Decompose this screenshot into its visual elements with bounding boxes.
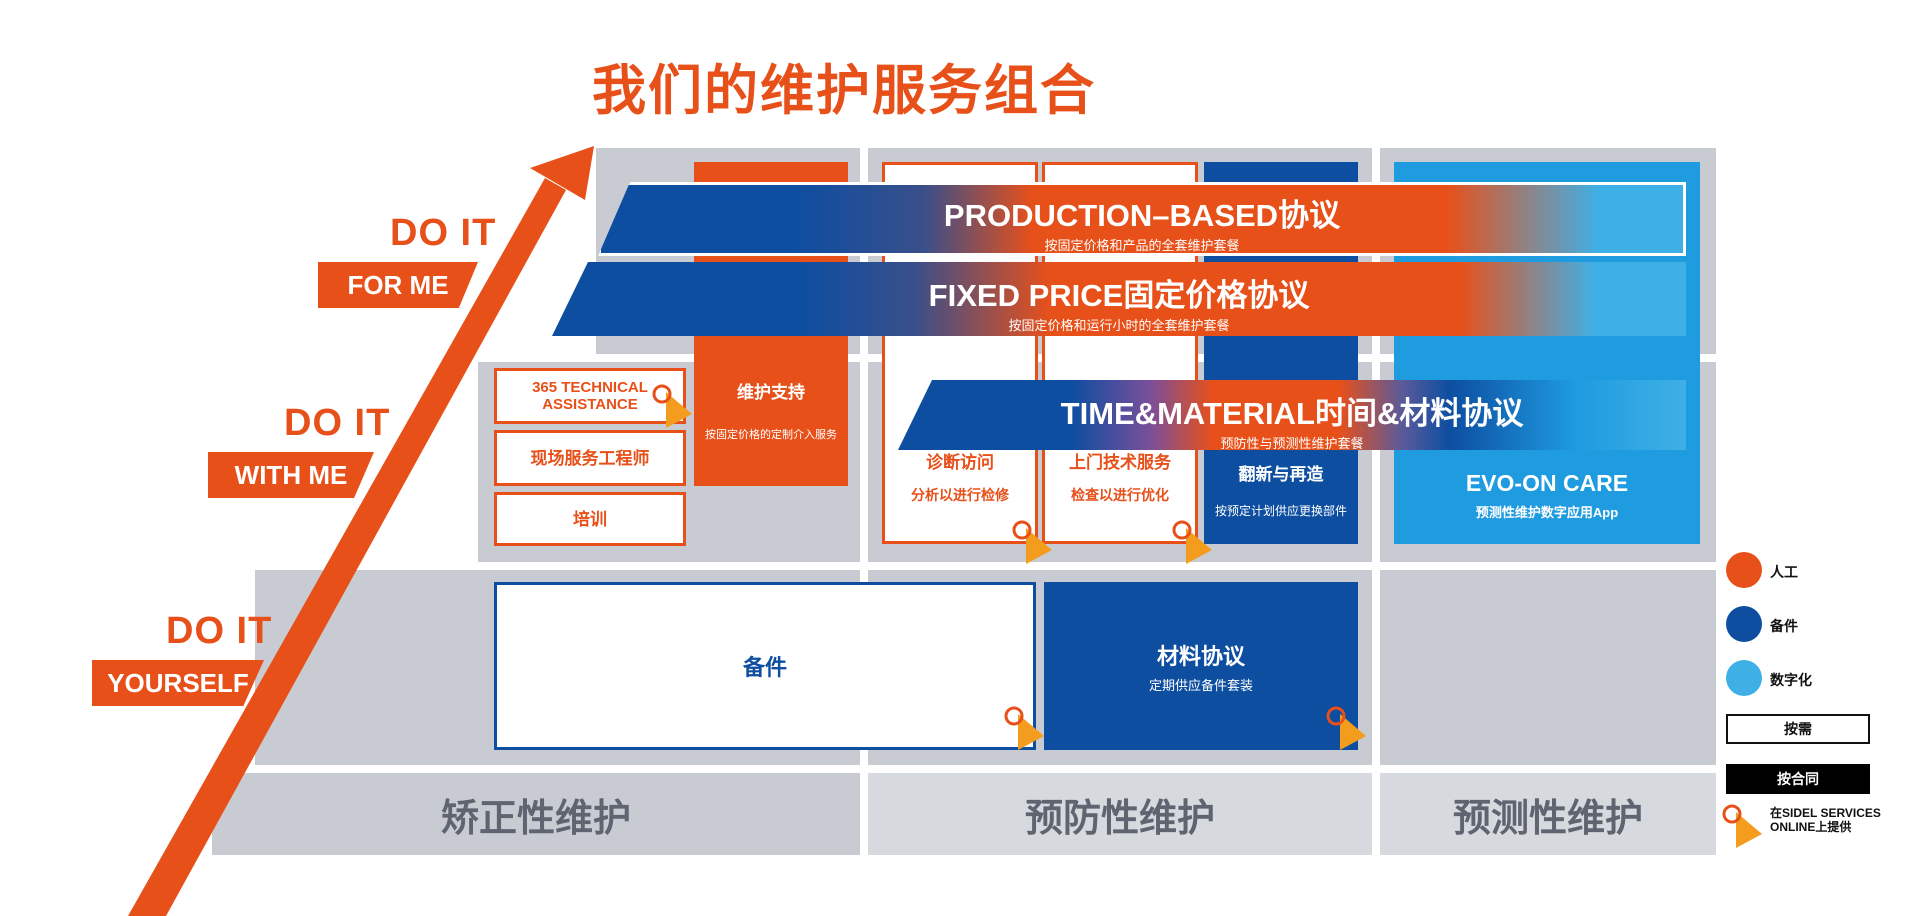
column-header-predictive: 预测性维护 [1380,773,1716,855]
level-yourself-label: DO IT [166,610,273,652]
online-pointer-icon [1172,520,1212,564]
legend-contract-label: 按合同 [1777,771,1819,787]
maintenance-support-sub: 按固定价格的定制介入服务 [705,429,837,441]
fixed-price-title: FIXED PRICE固定价格协议 [928,278,1310,313]
legend-digital-dot [1726,660,1762,696]
legend-on-demand-label: 按需 [1784,721,1812,737]
legend-digital-label: 数字化 [1770,672,1812,688]
material-agreement-box: 材料协议 定期供应备件套装 [1044,582,1358,750]
evo-on-care-title: EVO-ON CARE [1465,470,1629,496]
diagnostic-visit-sub: 分析以进行检修 [911,487,1009,503]
grid-predictive-bottom [1380,570,1716,765]
production-based-banner: PRODUCTION–BASED协议 按固定价格和产品的全套维护套餐 [598,182,1686,256]
refurbish-sub: 按预定计划供应更换部件 [1214,504,1347,518]
legend-labor-dot [1726,552,1762,588]
training-box: 培训 [494,492,686,546]
legend-online-label: 在SIDEL SERVICES ONLINE上提供 [1770,806,1881,834]
material-agreement-sub: 定期供应备件套装 [1148,677,1253,693]
page-title: 我们的维护服务组合 [592,61,1096,121]
technical-service-sub: 检查以进行优化 [1071,487,1169,503]
legend-parts-label: 备件 [1770,618,1798,634]
field-engineer-box: 现场服务工程师 [494,430,686,486]
time-material-sub: 预防性与预测性维护套餐 [1220,436,1364,451]
online-pointer-icon [1326,706,1366,750]
production-based-title: PRODUCTION–BASED协议 [943,198,1341,233]
training-label: 培训 [573,509,607,529]
spare-parts-box: 备件 [494,582,1036,750]
legend-online-icon [1722,804,1762,848]
field-engineer-label: 现场服务工程师 [530,448,650,468]
level-with-me-tag: WITH ME [208,452,374,498]
level-yourself-tag: YOURSELF [92,660,264,706]
time-material-banner: TIME&MATERIAL时间&材料协议 预防性与预测性维护套餐 [898,380,1686,450]
column-header-corrective: 矫正性维护 [212,773,860,855]
legend-on-demand: 按需 [1726,714,1870,744]
technical-assistance-label: 365 TECHNICAL ASSISTANCE [532,379,648,413]
level-for-me-tag: FOR ME [318,262,478,308]
spare-parts-label: 备件 [742,655,787,680]
refurbish-title: 翻新与再造 [1238,465,1324,484]
fixed-price-banner: FIXED PRICE固定价格协议 按固定价格和运行小时的全套维护套餐 [552,262,1686,336]
maintenance-support-title: 维护支持 [737,383,805,402]
evo-on-care-sub: 预测性维护数字应用App [1475,505,1619,520]
material-agreement-title: 材料协议 [1156,643,1245,669]
column-header-preventive: 预防性维护 [868,773,1372,855]
diagnostic-visit-title: 诊断访问 [926,453,994,472]
technical-service-title: 上门技术服务 [1069,453,1171,472]
legend-labor-label: 人工 [1770,564,1798,580]
online-pointer-icon [1012,520,1052,564]
online-pointer-icon [652,384,692,428]
time-material-title: TIME&MATERIAL时间&材料协议 [1060,396,1524,431]
online-pointer-icon [1004,706,1044,750]
legend-contract: 按合同 [1726,764,1870,794]
level-for-me-label: DO IT [390,212,497,254]
fixed-price-sub: 按固定价格和运行小时的全套维护套餐 [1008,318,1230,333]
production-based-sub: 按固定价格和产品的全套维护套餐 [1044,238,1240,253]
legend-parts-dot [1726,606,1762,642]
level-with-me-label: DO IT [284,402,391,444]
